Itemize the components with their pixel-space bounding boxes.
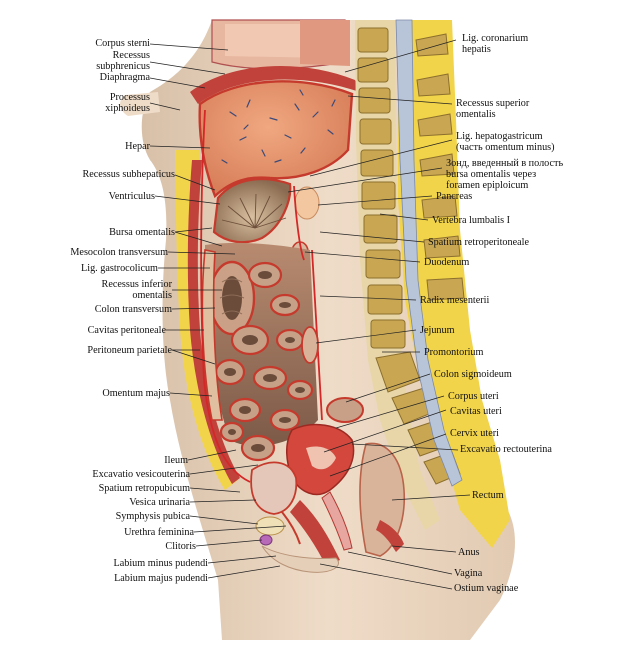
label-cavitas-peritoneale: Cavitas peritoneale — [87, 325, 166, 336]
label-spatium-retroperitoneale: Spatium retroperitoneale — [428, 237, 529, 248]
label-recessus-subhepaticus: Recessus subhepaticus — [82, 169, 175, 180]
diaphragm — [190, 66, 360, 104]
stomach-rugae — [221, 193, 287, 229]
thorax — [211, 19, 350, 70]
label-spatium-retropubicum: Spatium retropubicum — [98, 483, 190, 494]
stomach — [212, 178, 292, 244]
label-mesocolon-transversum: Mesocolon transversum — [70, 247, 168, 258]
label-excavatio-vesicouterina: Excavatio vesicouterina — [92, 469, 190, 480]
rectum-muscle — [376, 520, 404, 552]
label-ostium-vaginae: Ostium vaginae — [454, 583, 519, 594]
label-peritoneum-parietale: Peritoneum parietale — [87, 345, 172, 356]
colon-transversum-loops — [208, 260, 256, 336]
label-promontorium: Promontorium — [424, 347, 484, 358]
label-labium-majus-pudendi: Labium majus pudendi — [114, 573, 208, 584]
label-jejunum: Jejunum — [420, 325, 455, 336]
label-radix-mesenterii: Radix mesenterii — [420, 295, 490, 306]
intestinal-lumens — [224, 271, 305, 452]
leader-lines-right — [287, 39, 471, 590]
liver — [198, 80, 354, 199]
label-diaphragma: Diaphragma — [99, 72, 150, 83]
vagina — [321, 491, 353, 551]
label-lig-hepatogastricum: Lig. hepatogastricum(часть omentum minus… — [456, 131, 555, 153]
label-duodenum: Duodenum — [424, 257, 470, 268]
label-symphysis-pubica: Symphysis pubica — [115, 511, 190, 522]
label-omentum-majus: Omentum majus — [102, 388, 170, 399]
liver-vessels — [221, 89, 336, 164]
urethra — [281, 511, 301, 545]
label-colon-sigmoideum: Colon sigmoideum — [434, 369, 512, 380]
label-lig-gastrocolicum: Lig. gastrocolicum — [81, 263, 158, 274]
label-colon-transversum: Colon transversum — [94, 304, 172, 315]
spinous-processes — [415, 33, 465, 301]
perineum — [261, 545, 339, 573]
label-hepar: Hepar — [125, 141, 150, 152]
pelvic-floor — [290, 500, 340, 566]
leader-lines-left — [149, 43, 287, 579]
uterus — [286, 423, 355, 496]
label-vertebra-lumbalis: Vertebra lumbalis I — [432, 215, 511, 226]
label-bursa-omentalis: Bursa omentalis — [109, 227, 175, 238]
label-pancreas: Pancreas — [436, 191, 473, 202]
bladder — [250, 461, 298, 515]
spinal-canal — [395, 19, 463, 487]
label-anus: Anus — [458, 547, 480, 558]
symphysis-pubica — [255, 516, 285, 536]
label-urethra-feminina: Urethra feminina — [124, 527, 194, 538]
label-corpus-uteri: Corpus uteri — [448, 391, 499, 402]
jejunum-loop — [301, 326, 319, 364]
omentum-majus — [201, 249, 223, 421]
label-rectum: Rectum — [472, 490, 504, 501]
vertebral-bodies — [357, 27, 406, 349]
label-labium-minus-pudendi: Labium minus pudendi — [113, 558, 208, 569]
label-vesica-urinaria: Vesica urinaria — [129, 497, 190, 508]
label-ventriculus: Ventriculus — [108, 191, 155, 202]
pancreas — [294, 186, 320, 220]
label-cavitas-uteri: Cavitas uteri — [450, 406, 502, 417]
label-cervix-uteri: Cervix uteri — [450, 428, 499, 439]
label-excavatio-rectouterina: Excavatio rectouterina — [460, 444, 552, 455]
label-corpus-sterni: Corpus sterni — [95, 38, 150, 49]
label-ileum: Ileum — [164, 455, 188, 466]
label-vagina: Vagina — [454, 568, 483, 579]
label-clitoris: Clitoris — [165, 541, 196, 552]
colon-sigmoideum — [326, 397, 364, 423]
